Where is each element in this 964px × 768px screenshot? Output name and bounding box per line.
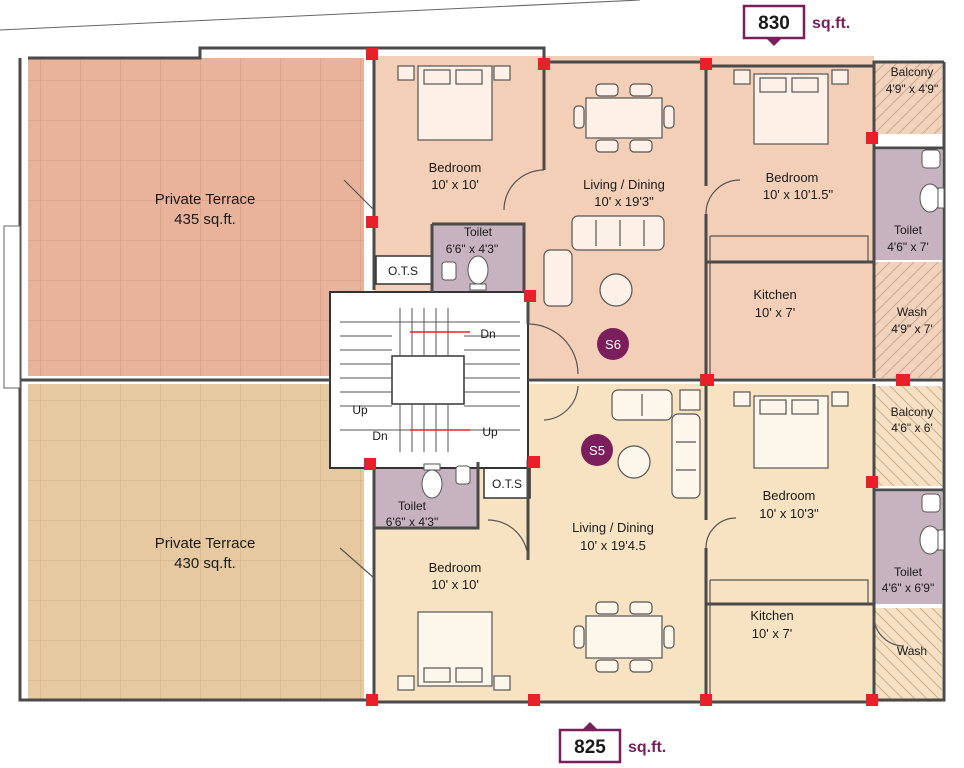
s5-balcony-name: Balcony [891, 405, 934, 419]
stair-up-left: Up [352, 403, 368, 417]
s5-wash-floor [874, 608, 942, 702]
top-area-unit: sq.ft. [812, 15, 850, 32]
s5-sofa [611, 389, 701, 499]
s6-wash-floor [874, 262, 942, 378]
s5-balcony-floor [874, 386, 942, 486]
s5-bedroom1-size: 10' x 10' [431, 577, 479, 592]
s6-balcony-name: Balcony [891, 65, 934, 79]
s5-bedroom2-name: Bedroom [763, 488, 816, 503]
doors [339, 169, 905, 647]
s6-toilet2-name: Toilet [894, 223, 923, 237]
s6-balcony-floor [874, 62, 942, 134]
s6-ots: O.T.S [388, 264, 418, 278]
s6-toilet1-name: Toilet [464, 225, 493, 239]
s6-toilet2-size: 4'6" x 7' [887, 240, 929, 254]
bottom-area-unit: sq.ft. [628, 739, 666, 756]
columns [364, 48, 910, 706]
s5-wash-name: Wash [897, 644, 927, 658]
s5-dining-table [573, 601, 675, 673]
s6-badge-label: S6 [605, 337, 621, 352]
s6-wash-name: Wash [897, 305, 927, 319]
terrace-upper [28, 58, 364, 376]
s5-kitchen-size: 10' x 7' [752, 626, 792, 641]
s5-toilet-fixtures [421, 463, 945, 555]
plot-boundary [0, 0, 641, 31]
terrace-lower [28, 384, 364, 700]
stair-dn-left: Dn [372, 429, 387, 443]
s6-bedroom2-name: Bedroom [766, 170, 819, 185]
s6-balcony-size: 4'9" x 4'9" [886, 82, 938, 96]
s6-living-name: Living / Dining [583, 177, 665, 192]
s6-living-size: 10' x 19'3" [594, 194, 654, 209]
s6-badge: S6 [597, 328, 629, 360]
terrace-lower-area: 430 sq.ft. [174, 555, 236, 572]
stair-dn-top: Dn [480, 327, 495, 341]
s5-living-name: Living / Dining [572, 520, 654, 535]
s6-bed1 [397, 65, 511, 141]
bottom-area-callout: 825 sq.ft. [558, 722, 666, 764]
s5-toilet2-name: Toilet [894, 565, 923, 579]
s5-kitchen-counter [709, 579, 869, 700]
s6-toilet-fixtures [441, 149, 945, 291]
stair-arrows [410, 331, 470, 431]
s6-wash-size: 4'9" x 7' [891, 322, 933, 336]
s6-bedroom2-size: 10' x 10'1.5" [763, 187, 834, 202]
s6-sofa [543, 215, 665, 307]
s6-kitchen-name: Kitchen [753, 287, 796, 302]
s5-bedroom2-size: 10' x 10'3" [759, 506, 819, 521]
s6-bedroom1-size: 10' x 10' [431, 177, 479, 192]
s5-toilet1-name: Toilet [398, 499, 427, 513]
s6-bed2 [733, 69, 849, 145]
terrace-upper-name: Private Terrace [155, 191, 256, 208]
s6-toilet1-size: 6'6" x 4'3" [446, 242, 498, 256]
top-area-value: 830 [758, 13, 790, 34]
stair-up-right: Up [482, 425, 498, 439]
s5-toilet1-size: 6'6" x 4'3" [386, 515, 438, 529]
top-area-callout: 830 sq.ft. [742, 4, 850, 46]
s5-toilet2-size: 4'6" x 6'9" [882, 581, 934, 595]
s6-kitchen-size: 10' x 7' [755, 305, 795, 320]
s5-badge: S5 [581, 434, 613, 466]
s5-bedroom1-name: Bedroom [429, 560, 482, 575]
terrace-lower-name: Private Terrace [155, 535, 256, 552]
s5-bed1 [397, 611, 511, 691]
s5-ots: O.T.S [492, 477, 522, 491]
terrace-upper-area: 435 sq.ft. [174, 211, 236, 228]
s6-bedroom1-name: Bedroom [429, 160, 482, 175]
s6-kitchen-counter [709, 235, 869, 378]
s5-kitchen-name: Kitchen [750, 608, 793, 623]
s5-bed2 [733, 391, 849, 469]
s5-balcony-size: 4'6" x 6' [891, 421, 933, 435]
s5-living-size: 10' x 19'4.5 [580, 538, 646, 553]
s6-dining-table [573, 83, 675, 153]
bottom-area-value: 825 [574, 737, 606, 758]
s5-badge-label: S5 [589, 443, 605, 458]
